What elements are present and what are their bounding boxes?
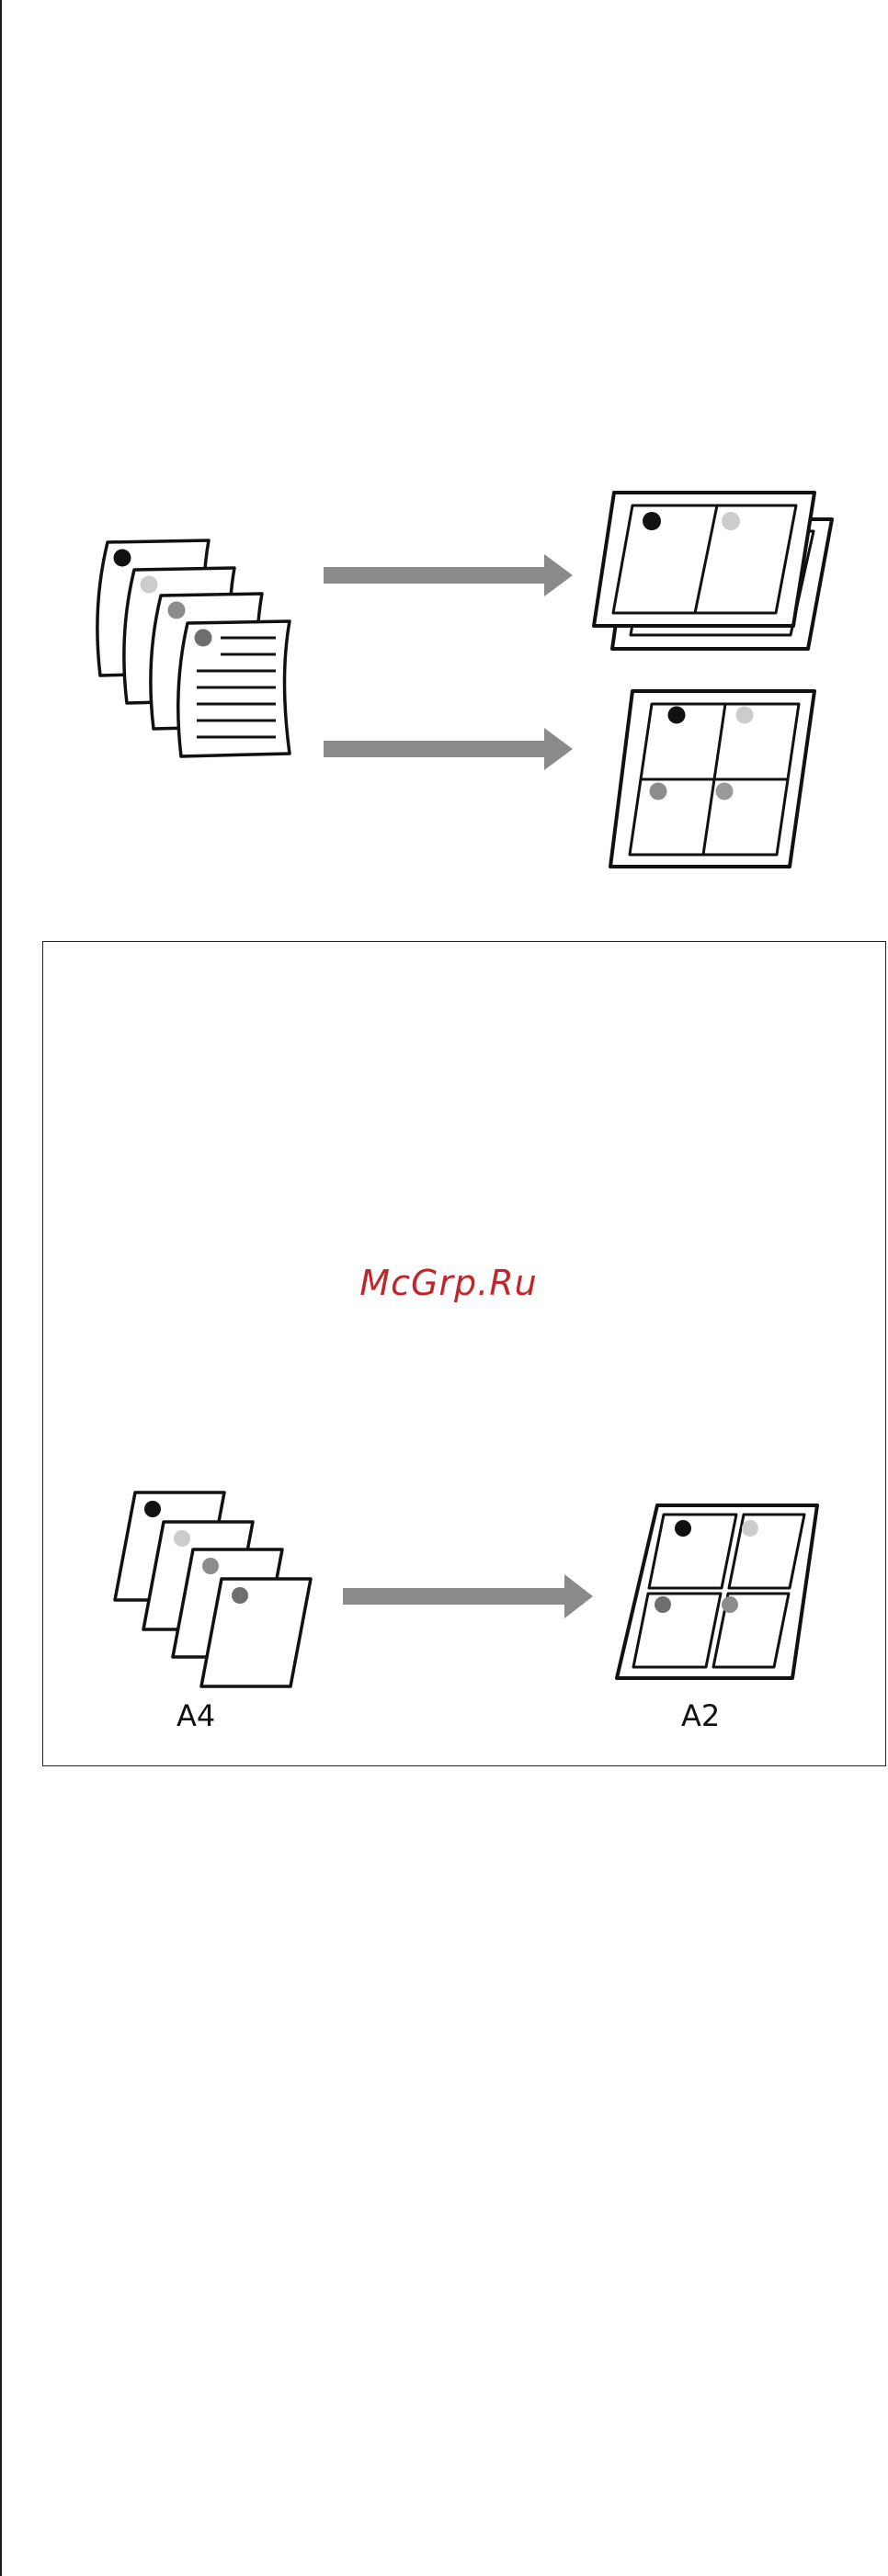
- a2-dot-light: [742, 1520, 758, 1537]
- arrow-a4-to-a2: [343, 1574, 593, 1618]
- a4-page-4: [201, 1579, 311, 1686]
- a2-dot-black: [675, 1520, 691, 1537]
- a2-tile-bottom-left: [633, 1594, 721, 1667]
- a4-dot-gray: [202, 1558, 219, 1574]
- a4-dot-light: [174, 1530, 190, 1547]
- a2-sheet: [617, 1505, 817, 1678]
- a4-label: A4: [176, 1698, 215, 1733]
- a2-tile-top-right: [729, 1515, 804, 1588]
- a4-page-stack: [115, 1492, 311, 1686]
- a2-tile-top-left: [649, 1515, 736, 1588]
- a4-dot-dark-gray: [232, 1587, 248, 1604]
- a2-dot-gray: [655, 1596, 671, 1613]
- a2-label: A2: [681, 1698, 720, 1733]
- a4-dot-black: [144, 1501, 161, 1517]
- a2-dot-gray-2: [722, 1596, 738, 1613]
